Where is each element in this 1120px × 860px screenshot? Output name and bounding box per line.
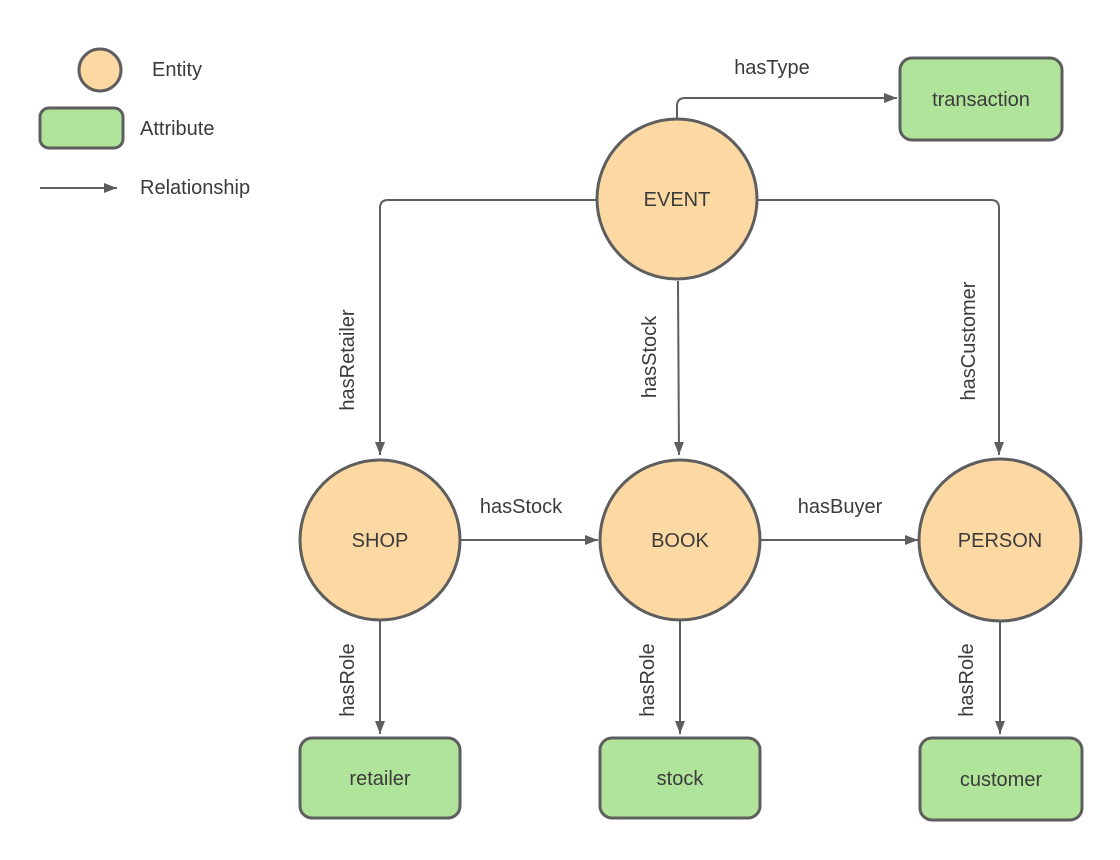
node-event: EVENT [595, 117, 759, 281]
edge-hasRole-shop-label: hasRole [337, 643, 359, 716]
legend: Entity Attribute Relationship [38, 47, 250, 199]
edge-hasType: hasType [676, 57, 897, 119]
attribute-customer-label: customer [960, 769, 1043, 791]
attribute-transaction: transaction [898, 56, 1064, 142]
edge-hasRole-book-label: hasRole [637, 643, 659, 716]
legend-relationship-label: Relationship [140, 177, 250, 199]
edge-hasRole-book: hasRole [637, 621, 685, 734]
edge-hasRetailer-line [375, 199, 598, 455]
edge-hasStock-event-book: hasStock [639, 280, 684, 456]
legend-attribute-label: Attribute [140, 118, 214, 140]
node-shop-circle [298, 458, 462, 622]
attribute-retailer-box [298, 736, 462, 820]
edge-hasStock-event-line [673, 280, 684, 456]
attribute-stock-box [598, 736, 762, 820]
attribute-customer: customer [918, 736, 1084, 822]
attribute-retailer: retailer [298, 736, 462, 820]
edge-hasRole-shop: hasRole [337, 621, 385, 734]
attribute-customer-box [918, 736, 1084, 822]
node-book-circle [598, 458, 762, 622]
edge-hasType-label: hasType [734, 57, 810, 79]
entity-nodes: EVENT SHOP BOOK PERSON [298, 117, 1083, 623]
node-book: BOOK [598, 458, 762, 622]
node-book-label: BOOK [651, 530, 709, 552]
edge-hasCustomer: hasCustomer [756, 199, 1004, 455]
edge-hasRole-person-label: hasRole [956, 643, 978, 716]
legend-entity-label: Entity [152, 59, 202, 81]
edge-hasStock-event-label: hasStock [639, 315, 661, 398]
edge-hasRetailer-label: hasRetailer [337, 309, 359, 411]
node-person-label: PERSON [958, 530, 1042, 552]
attribute-stock: stock [598, 736, 762, 820]
edge-hasRetailer: hasRetailer [337, 199, 598, 455]
node-event-label: EVENT [644, 189, 711, 211]
legend-entity-swatch [77, 47, 123, 93]
node-person: PERSON [917, 457, 1083, 623]
edge-hasCustomer-label: hasCustomer [958, 281, 980, 400]
attribute-transaction-label: transaction [932, 89, 1030, 111]
attribute-nodes: transaction retailer stock customer [298, 56, 1084, 822]
attribute-stock-label: stock [657, 768, 705, 790]
edges: hasType hasRetailer hasStock hasCustomer… [337, 57, 1005, 734]
edge-hasType-line [676, 93, 897, 119]
legend-attribute-swatch [38, 106, 125, 150]
node-person-circle [917, 457, 1083, 623]
edge-hasRole-person: hasRole [956, 621, 1005, 734]
node-shop: SHOP [298, 458, 462, 622]
edge-hasBuyer: hasBuyer [761, 496, 918, 545]
edge-hasCustomer-line [756, 199, 1004, 455]
attribute-transaction-box [898, 56, 1064, 142]
attribute-retailer-label: retailer [349, 768, 410, 790]
edge-hasBuyer-label: hasBuyer [798, 496, 883, 518]
edge-hasStock-shop-book: hasStock [461, 496, 598, 545]
node-shop-label: SHOP [352, 530, 409, 552]
edge-hasStock-shop-label: hasStock [480, 496, 563, 518]
node-event-circle [595, 117, 759, 281]
